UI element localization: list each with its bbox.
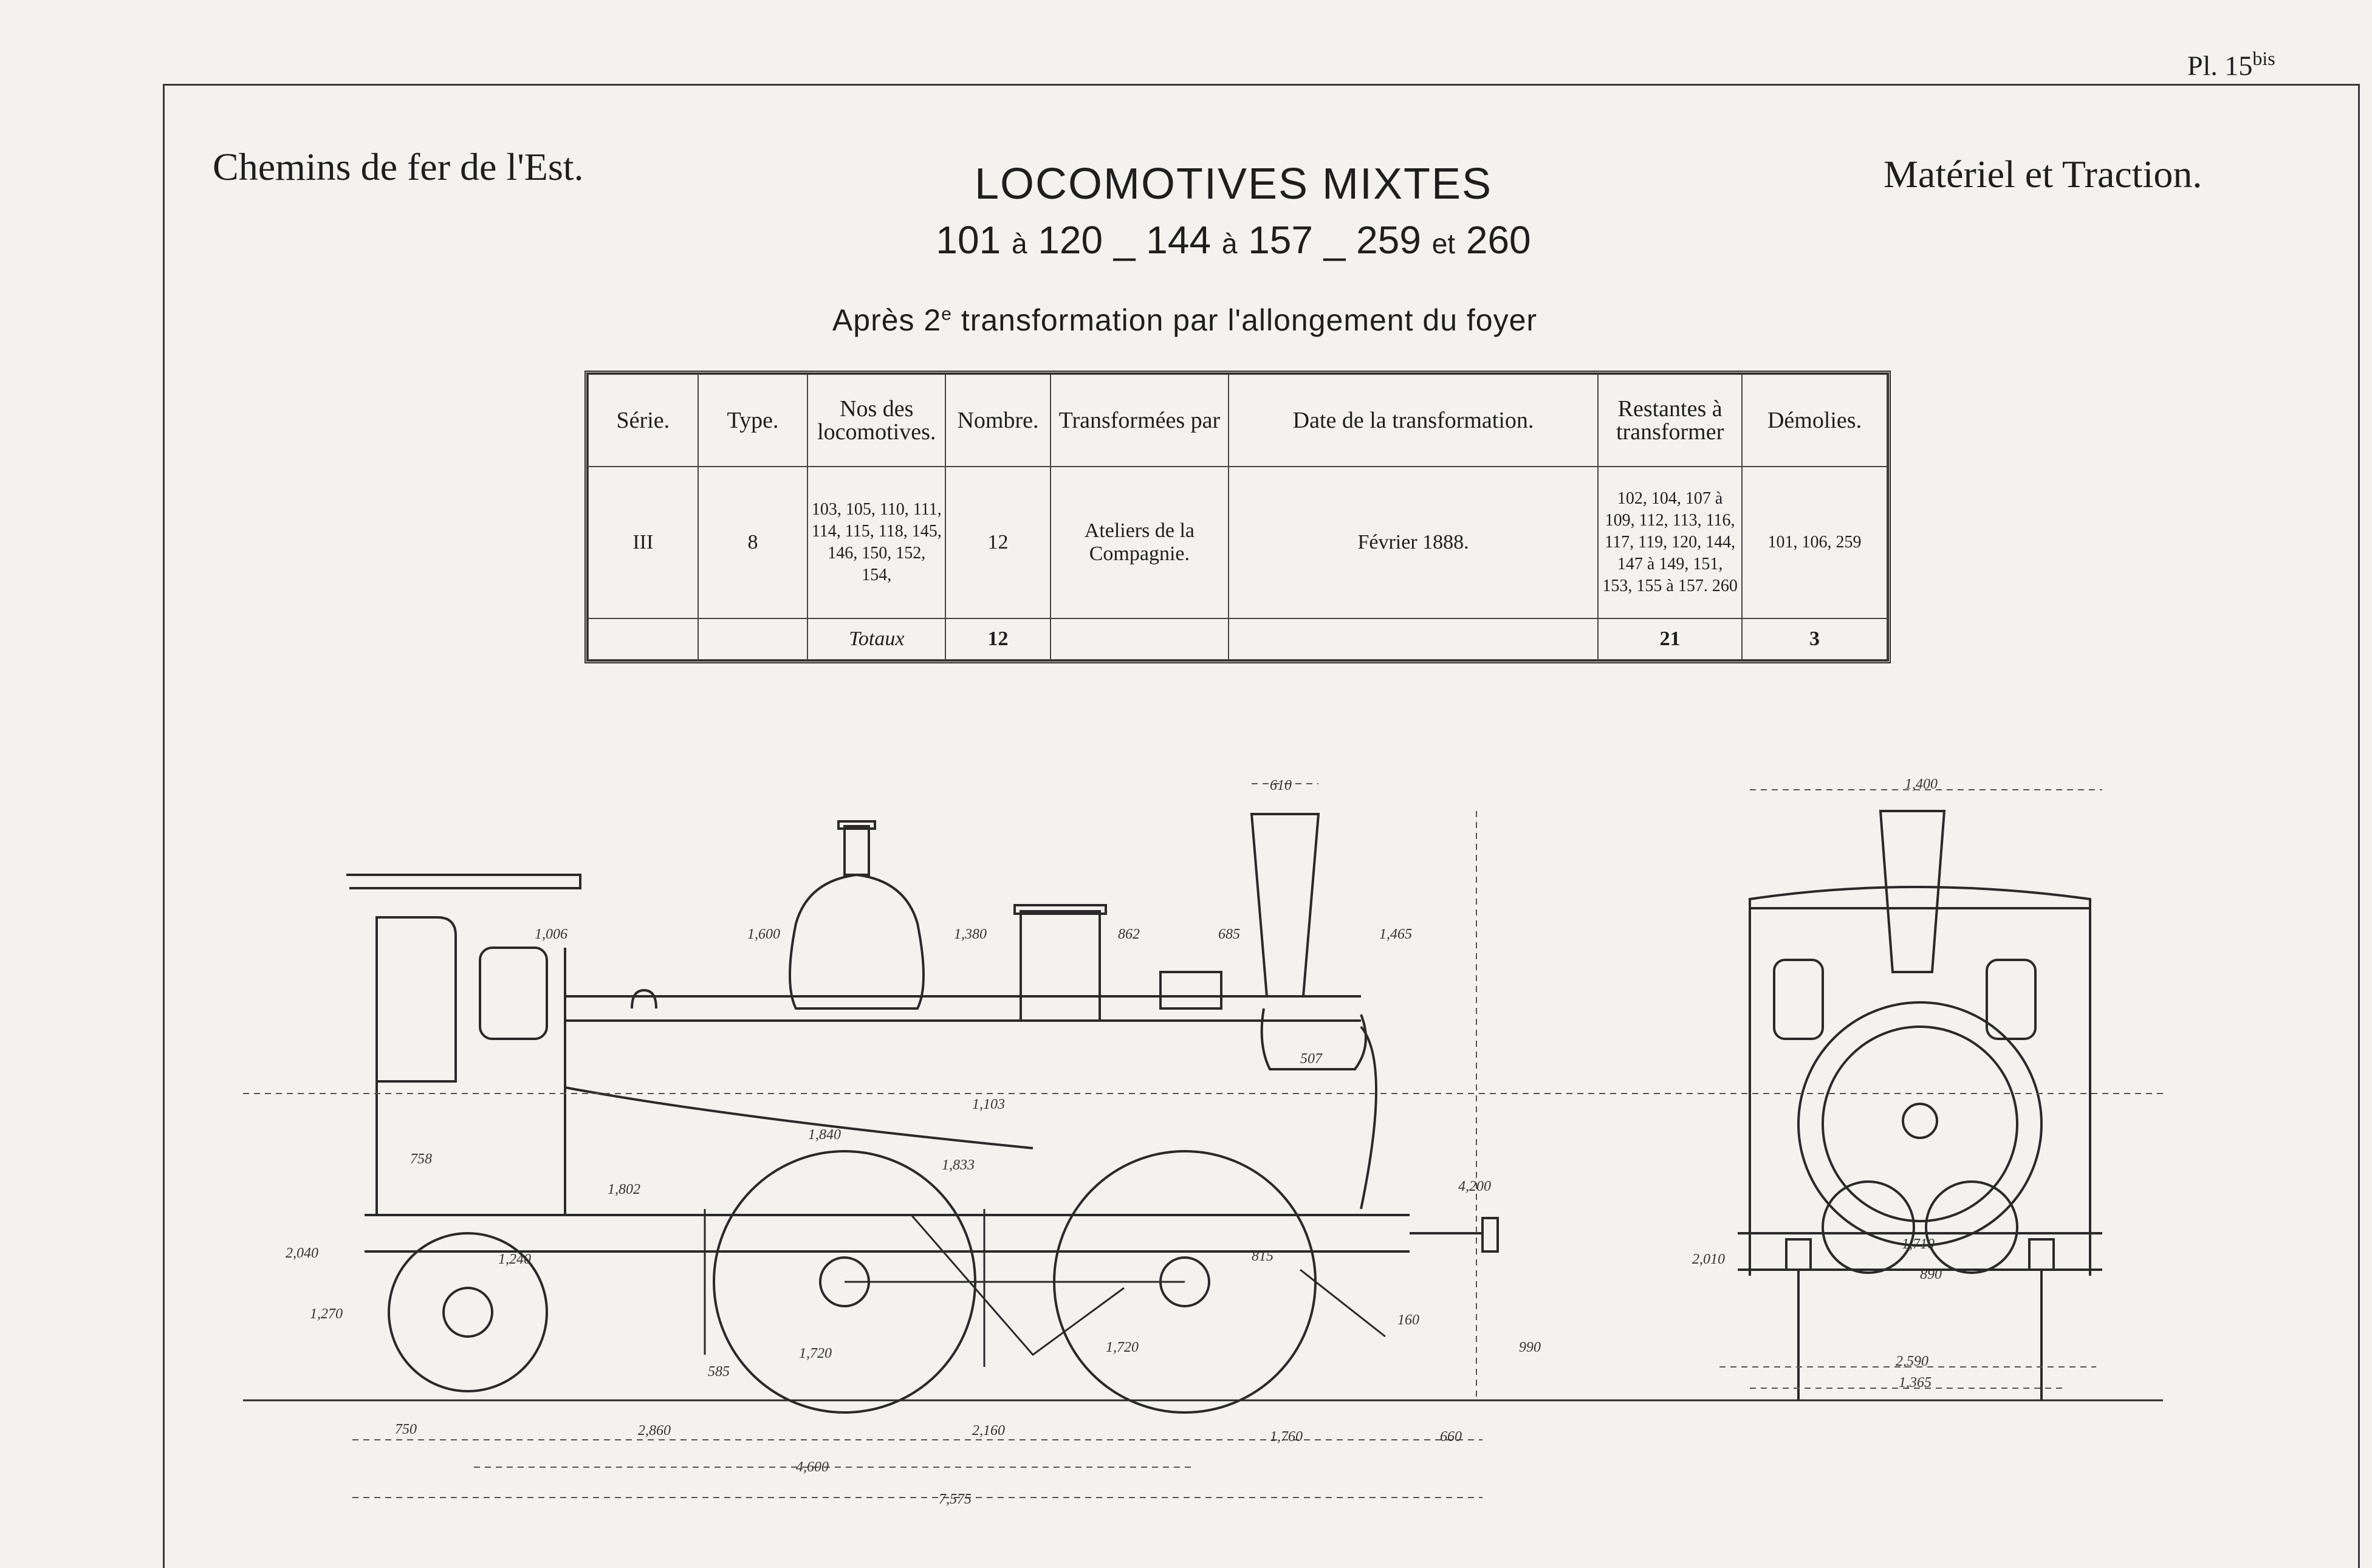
- svg-text:990: 990: [1519, 1340, 1541, 1355]
- dimension-lines: [243, 783, 2163, 1498]
- svg-text:815: 815: [1252, 1248, 1273, 1264]
- col-header-serie: Série.: [588, 374, 699, 467]
- svg-text:1,400: 1,400: [1905, 776, 1938, 792]
- svg-text:1,720: 1,720: [799, 1346, 832, 1361]
- svg-text:660: 660: [1440, 1429, 1462, 1445]
- col-header-type: Type.: [697, 374, 809, 467]
- svg-text:4,200: 4,200: [1458, 1179, 1491, 1194]
- cell-nombre: 12: [945, 466, 1051, 619]
- svg-text:2,040: 2,040: [286, 1245, 318, 1261]
- table-totals-row: Totaux 12 21 3: [588, 618, 1888, 660]
- page-title: LOCOMOTIVES MIXTES: [974, 160, 1493, 208]
- svg-text:1,270: 1,270: [310, 1306, 343, 1322]
- svg-text:1,380: 1,380: [954, 926, 987, 942]
- col-header-date: Date de la transformation.: [1227, 374, 1599, 467]
- svg-text:4,600: 4,600: [796, 1459, 829, 1475]
- svg-text:585: 585: [708, 1364, 730, 1380]
- cell-type: 8: [697, 466, 809, 619]
- cell-par: Ateliers de la Compagnie.: [1049, 466, 1229, 619]
- svg-text:890: 890: [1920, 1267, 1942, 1282]
- svg-text:1,760: 1,760: [1270, 1429, 1303, 1445]
- svg-text:1,840: 1,840: [808, 1127, 841, 1143]
- svg-text:685: 685: [1218, 926, 1240, 942]
- col-header-nombre: Nombre.: [945, 374, 1051, 467]
- svg-text:1,710: 1,710: [1902, 1236, 1935, 1252]
- cell-date: Février 1888.: [1227, 466, 1599, 619]
- col-header-restantes: Restantes à transformer: [1597, 374, 1743, 467]
- totals-restantes: 21: [1597, 618, 1743, 660]
- svg-text:160: 160: [1397, 1312, 1419, 1328]
- svg-text:2,860: 2,860: [638, 1423, 671, 1439]
- front-elevation: [1677, 810, 2163, 1402]
- svg-text:1,465: 1,465: [1379, 926, 1412, 942]
- svg-text:1,802: 1,802: [608, 1182, 640, 1197]
- cell-serie: III: [588, 466, 699, 619]
- totals-nombre: 12: [945, 618, 1051, 660]
- dimension-labels: 1,006 1,600 1,380 862 685 1,465 610 1,10…: [286, 776, 1942, 1507]
- svg-text:1,365: 1,365: [1899, 1375, 1932, 1391]
- cell-demolies: 101, 106, 259: [1741, 466, 1888, 619]
- col-header-par: Transformées par: [1049, 374, 1229, 467]
- svg-text:2,010: 2,010: [1692, 1251, 1725, 1267]
- svg-text:1,600: 1,600: [747, 926, 780, 942]
- svg-text:2,160: 2,160: [972, 1423, 1005, 1439]
- svg-text:1,833: 1,833: [942, 1157, 975, 1173]
- svg-text:1,103: 1,103: [972, 1097, 1005, 1112]
- totals-demolies: 3: [1741, 618, 1888, 660]
- svg-text:507: 507: [1300, 1051, 1323, 1067]
- side-elevation: [243, 813, 2163, 1414]
- svg-text:1,240: 1,240: [498, 1251, 531, 1267]
- svg-text:7,575: 7,575: [939, 1491, 972, 1507]
- plate-frame: [163, 84, 2360, 1568]
- table-row: III 8 103, 105, 110, 111, 114, 115, 118,…: [588, 466, 1888, 619]
- locomotive-drawings: 1,006 1,600 1,380 862 685 1,465 610 1,10…: [243, 776, 2163, 1507]
- page-subtitle: 101 à 120 _ 144 à 157 _ 259 et 260: [936, 218, 1531, 262]
- col-header-demolies: Démolies.: [1741, 374, 1888, 467]
- department-name: Matériel et Traction.: [1884, 152, 2202, 196]
- svg-text:2,590: 2,590: [1896, 1354, 1928, 1369]
- cell-restantes: 102, 104, 107 à 109, 112, 113, 116, 117,…: [1597, 466, 1743, 619]
- svg-text:1,006: 1,006: [535, 926, 567, 942]
- plate-number: Pl. 15bis: [2187, 47, 2275, 81]
- col-header-locomotives: Nos des locomotives.: [807, 374, 947, 467]
- svg-text:758: 758: [410, 1151, 432, 1167]
- page-caption: Après 2e transformation par l'allongemen…: [832, 303, 1538, 337]
- svg-text:750: 750: [395, 1422, 417, 1437]
- totals-label: Totaux: [807, 618, 947, 660]
- svg-text:610: 610: [1270, 778, 1292, 793]
- cell-locomotives: 103, 105, 110, 111, 114, 115, 118, 145, …: [807, 466, 947, 619]
- svg-text:862: 862: [1118, 926, 1140, 942]
- table-header-row: Série. Type. Nos des locomotives. Nombre…: [588, 374, 1888, 467]
- svg-text:1,720: 1,720: [1106, 1340, 1139, 1355]
- transformation-table: Série. Type. Nos des locomotives. Nombre…: [584, 371, 1891, 663]
- company-name: Chemins de fer de l'Est.: [213, 145, 584, 188]
